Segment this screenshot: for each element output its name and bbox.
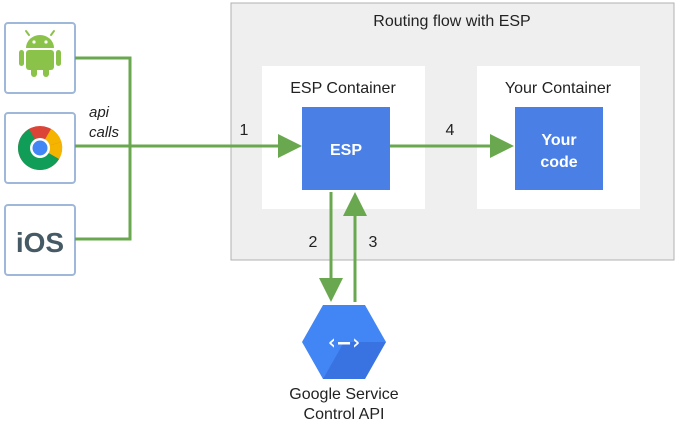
api-calls-label-line1: api — [89, 104, 110, 121]
panel-title: Routing flow with ESP — [373, 13, 530, 30]
api-calls-label-line2: calls — [89, 124, 120, 141]
client-connectors — [75, 56, 132, 241]
esp-box — [302, 107, 390, 190]
your-container-label: Your Container — [505, 80, 612, 97]
service-control-icon: ‹–› — [302, 305, 386, 379]
step-3-label: 3 — [369, 234, 378, 251]
step-2-label: 2 — [309, 234, 318, 251]
ios-icon: iOS — [16, 227, 64, 258]
android-connector — [75, 56, 132, 146]
service-label-line1: Google Service — [289, 386, 398, 403]
service-label-line2: Control API — [304, 406, 385, 422]
esp-container-label: ESP Container — [290, 80, 396, 97]
esp-box-label: ESP — [330, 142, 362, 159]
step-1-label: 1 — [240, 122, 249, 139]
your-code-label-line1: Your — [541, 132, 576, 149]
your-code-box — [515, 107, 603, 190]
step-4-label: 4 — [446, 122, 455, 139]
service-glyph: ‹–› — [326, 330, 362, 354]
your-code-label-line2: code — [540, 154, 577, 171]
android-icon — [19, 30, 61, 77]
chrome-icon — [18, 126, 63, 170]
ios-connector — [75, 146, 132, 241]
